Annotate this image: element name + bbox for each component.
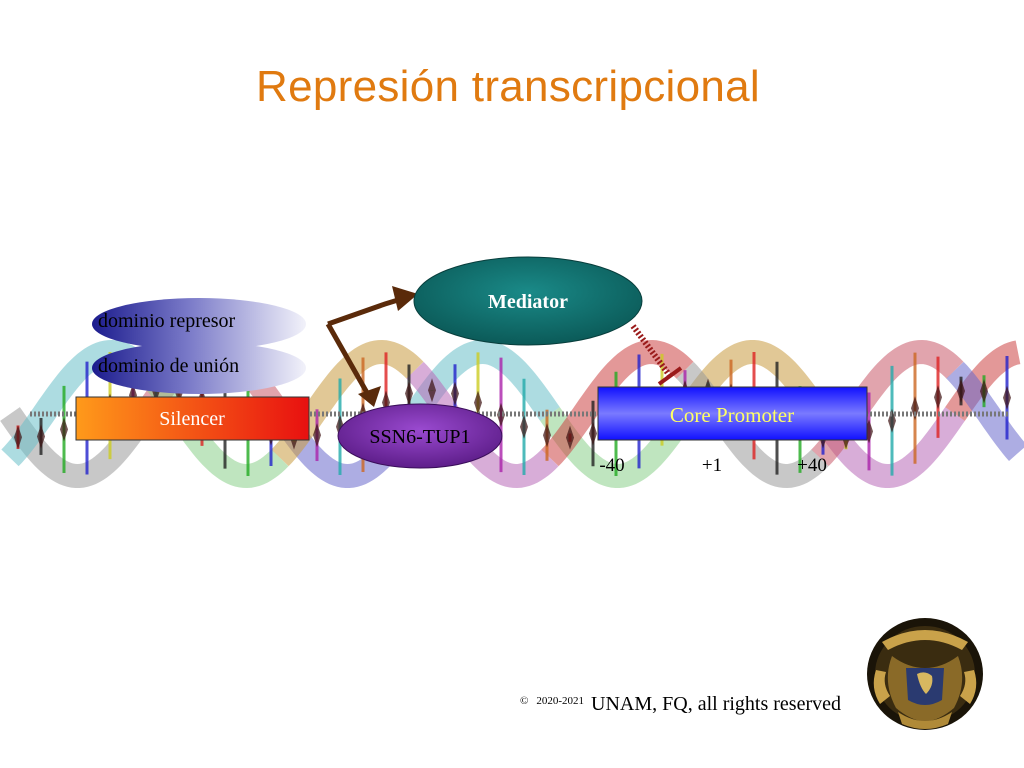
dna-base-marker [451, 381, 459, 406]
position-minus40-label: -40 [599, 455, 624, 476]
dna-base-marker [428, 378, 436, 403]
mediator-complex [413, 256, 643, 346]
dna-base-marker [980, 379, 988, 404]
dna-base-marker [1003, 385, 1011, 410]
position-plus40-label: +40 [797, 455, 827, 476]
dna-base-marker [566, 425, 574, 450]
dna-base-marker [37, 424, 45, 449]
ssn6-tup1-label: SSN6-TUP1 [369, 426, 470, 448]
silencer-label: Silencer [159, 408, 225, 430]
ssn6-tup1-complex [337, 403, 503, 469]
inhibition-bar-icon [630, 324, 683, 386]
unam-seal-icon [862, 612, 988, 732]
dna-strand-segment [406, 361, 559, 489]
dna-strand-segment [946, 361, 1024, 461]
binding-domain-shape [92, 342, 306, 394]
repressor-domain-shape [92, 298, 306, 350]
position-plus1-label: +1 [702, 455, 722, 476]
dna-base-marker [60, 417, 68, 442]
dna-base-marker [957, 379, 965, 404]
dna-base-marker [497, 402, 505, 427]
dna-base-marker [14, 425, 22, 450]
binding-domain-label: dominio de unión [98, 355, 239, 377]
copyright-years: 2020-2021 [536, 695, 585, 707]
copyright-symbol: © [520, 695, 529, 707]
dna-base-marker [911, 396, 919, 421]
dna-base-marker [543, 423, 551, 448]
core-promoter-label: Core Promoter [670, 403, 794, 427]
dna-double-helix [0, 339, 1024, 489]
copyright-notice: © 2020-2021 UNAM, FQ, all rights reserve… [520, 693, 841, 716]
dna-base-marker [313, 423, 321, 448]
repressor-domain-label: dominio represor [98, 310, 236, 332]
slide-title: Represión transcripcional [256, 62, 760, 111]
copyright-rights: UNAM, FQ, all rights reserved [591, 693, 841, 715]
mediator-label: Mediator [488, 291, 568, 313]
dna-base-marker [474, 390, 482, 415]
dna-base-marker [589, 421, 597, 446]
dna-base-marker [405, 381, 413, 406]
activation-arrow-icon [325, 286, 418, 407]
core-promoter-box [597, 386, 868, 441]
dna-base-marker [934, 385, 942, 410]
silencer-box [75, 396, 310, 441]
dna-base-marker [520, 414, 528, 439]
